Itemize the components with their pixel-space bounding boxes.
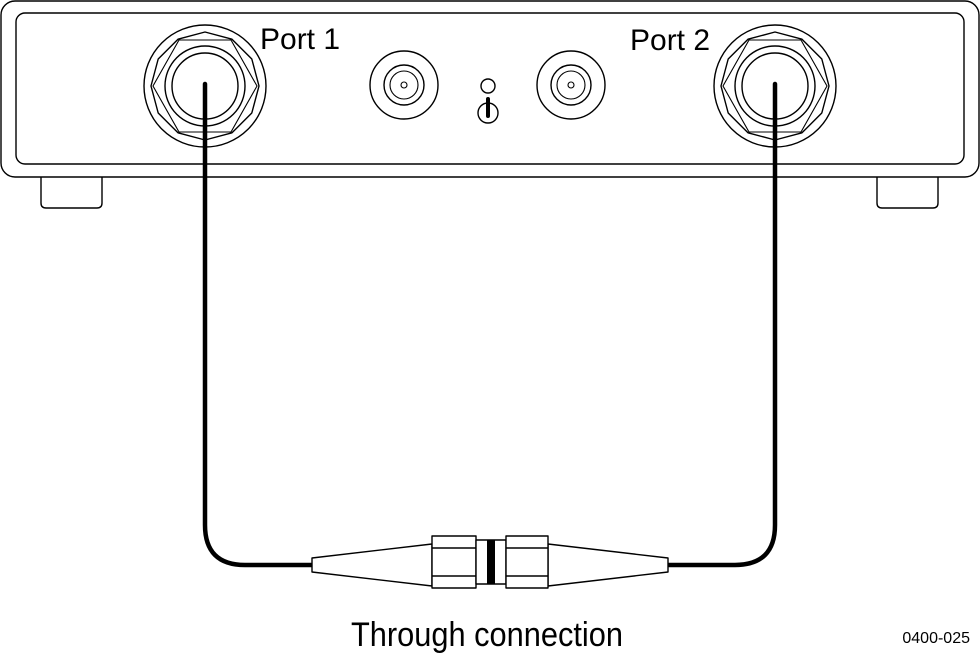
coax-connector-icon[interactable]	[369, 50, 439, 120]
cable-from-port-1	[202, 81, 319, 568]
coax-connector-icon[interactable]	[536, 50, 606, 120]
right-foot	[876, 177, 939, 209]
port-2-label: Port 2	[630, 24, 710, 57]
instrument-front-panel	[0, 0, 980, 178]
instrument-feet	[40, 177, 939, 209]
power-icon[interactable]	[477, 97, 499, 124]
diagram-caption: Through connection	[351, 616, 623, 654]
left-foot	[40, 177, 103, 209]
through-adapter-icon	[311, 535, 669, 589]
figure-id: 0400-025	[902, 630, 970, 647]
port-1-label: Port 1	[260, 23, 340, 56]
led-indicator-icon	[480, 78, 496, 94]
cable-from-port-2	[661, 81, 778, 568]
